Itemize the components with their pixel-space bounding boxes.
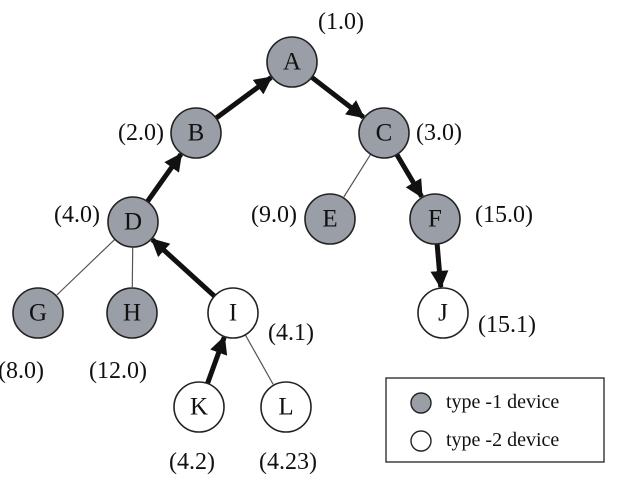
legend-label-type2: type -2 device	[446, 429, 559, 451]
edge-i-l	[244, 334, 274, 385]
node-label-h: H	[123, 300, 141, 327]
node-l: L (4.23)	[259, 381, 317, 475]
edge-c-f	[394, 153, 424, 199]
node-label-d: D	[124, 209, 142, 236]
node-label-i: I	[229, 300, 237, 327]
node-label-e: E	[322, 206, 337, 233]
edge-b-a	[214, 75, 273, 121]
node-value-f: (15.0)	[475, 202, 533, 228]
node-circle-j	[417, 287, 469, 339]
node-label-b: B	[188, 120, 205, 147]
node-circle-h	[106, 287, 158, 339]
node-circle-f	[409, 193, 461, 245]
node-a: A (1.0)	[266, 9, 364, 88]
node-label-k: K	[190, 394, 208, 421]
node-circle-l	[260, 381, 312, 433]
edge-d-g	[56, 238, 116, 296]
node-e: E (9.0)	[251, 193, 356, 245]
node-label-a: A	[283, 49, 301, 76]
node-label-j: J	[438, 300, 448, 327]
node-g: G (8.0)	[0, 287, 64, 384]
node-label-g: G	[29, 300, 47, 327]
legend: type -1 device type -2 device	[385, 377, 605, 463]
edge-i-d	[150, 237, 217, 299]
node-label-l: L	[278, 394, 293, 421]
node-value-e: (9.0)	[251, 202, 297, 228]
node-value-h: (12.0)	[89, 358, 147, 384]
nodes-layer: A (1.0) B (2.0) C (3.0) D (4.0) E (9.0) F (15.0) G (8…	[0, 9, 536, 475]
node-h: H (12.0)	[89, 287, 158, 384]
node-circle-c	[358, 107, 410, 159]
node-circle-i	[207, 287, 259, 339]
node-value-a: (1.0)	[318, 9, 364, 35]
node-value-l: (4.23)	[259, 449, 317, 475]
edge-c-e	[343, 153, 372, 198]
legend-swatch-type1	[410, 392, 432, 414]
node-value-k: (4.2)	[169, 449, 215, 475]
node-value-b: (2.0)	[118, 120, 164, 146]
node-b: B (2.0)	[118, 107, 222, 159]
node-value-i: (4.1)	[268, 320, 314, 346]
node-d: D (4.0)	[54, 196, 159, 248]
node-value-j: (15.1)	[478, 312, 536, 338]
edge-f-j	[430, 243, 449, 289]
node-circle-e	[304, 193, 356, 245]
node-label-c: C	[376, 120, 393, 147]
node-j: J (15.1)	[417, 287, 536, 339]
node-f: F (15.0)	[409, 193, 533, 245]
node-value-g: (8.0)	[0, 358, 44, 384]
legend-swatch-type2	[410, 430, 432, 452]
edges-layer	[56, 75, 449, 385]
node-circle-a	[266, 36, 318, 88]
node-label-f: F	[428, 206, 442, 233]
node-k: K (4.2)	[169, 381, 225, 475]
node-circle-k	[173, 381, 225, 433]
node-value-d: (4.0)	[54, 202, 100, 228]
edge-k-i	[205, 335, 228, 385]
node-i: I (4.1)	[207, 287, 314, 346]
edge-a-c	[310, 75, 365, 120]
node-value-c: (3.0)	[416, 120, 462, 146]
node-c: C (3.0)	[358, 107, 462, 159]
node-circle-g	[12, 287, 64, 339]
node-circle-b	[170, 107, 222, 159]
node-circle-d	[107, 196, 159, 248]
legend-label-type1: type -1 device	[446, 391, 559, 413]
edge-d-b	[145, 152, 184, 204]
